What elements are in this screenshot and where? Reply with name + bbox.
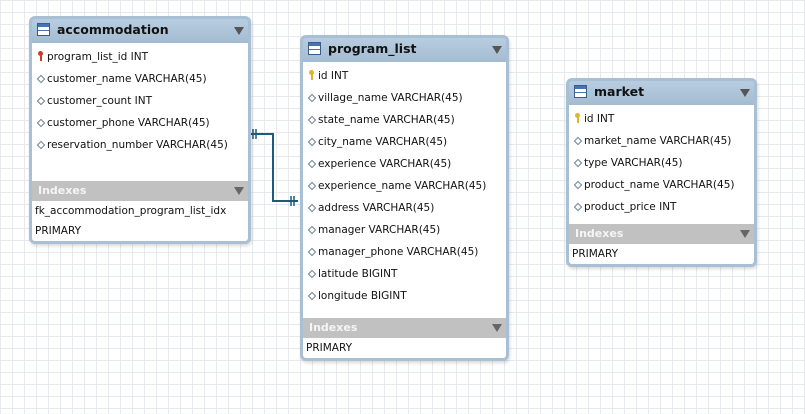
collapse-arrow-icon[interactable] xyxy=(492,324,502,332)
table-name: market xyxy=(594,84,645,99)
diamond-icon xyxy=(573,180,583,190)
diamond-icon xyxy=(307,203,317,213)
primary-key-icon xyxy=(575,113,580,123)
column-row[interactable]: reservation_number VARCHAR(45) xyxy=(32,134,248,156)
collapse-arrow-icon[interactable] xyxy=(740,89,750,97)
column-label: customer_count INT xyxy=(47,95,153,107)
diamond-icon xyxy=(307,247,317,257)
column-label: city_name VARCHAR(45) xyxy=(318,136,448,148)
column-row[interactable]: state_name VARCHAR(45) xyxy=(303,109,506,131)
column-row[interactable]: product_name VARCHAR(45) xyxy=(569,174,754,196)
column-row[interactable]: type VARCHAR(45) xyxy=(569,152,754,174)
primary-key-icon xyxy=(309,70,314,80)
column-row[interactable]: customer_phone VARCHAR(45) xyxy=(32,112,248,134)
index-row[interactable]: PRIMARY xyxy=(35,225,82,237)
column-list: id INT village_name VARCHAR(45) state_na… xyxy=(303,62,506,318)
indexes-label: Indexes xyxy=(575,227,624,240)
indexes-header[interactable]: Indexes xyxy=(32,181,248,201)
collapse-arrow-icon[interactable] xyxy=(740,230,750,238)
diamond-icon xyxy=(307,159,317,169)
column-label: experience VARCHAR(45) xyxy=(318,158,452,170)
column-label: experience_name VARCHAR(45) xyxy=(318,180,487,192)
index-list: PRIMARY xyxy=(569,244,754,264)
column-row[interactable]: longitude BIGINT xyxy=(303,285,506,307)
diamond-icon xyxy=(307,93,317,103)
diamond-icon xyxy=(36,96,46,106)
column-label: market_name VARCHAR(45) xyxy=(584,135,732,147)
column-label: id INT xyxy=(318,70,349,82)
column-label: latitude BIGINT xyxy=(318,268,398,280)
column-label: customer_name VARCHAR(45) xyxy=(47,73,207,85)
column-label: product_price INT xyxy=(584,201,677,213)
table-header[interactable]: market xyxy=(569,81,754,105)
table-market[interactable]: market id INT market_name VARCHAR(45) ty… xyxy=(566,78,757,267)
collapse-arrow-icon[interactable] xyxy=(234,27,244,35)
column-label: manager_phone VARCHAR(45) xyxy=(318,246,479,258)
column-row[interactable]: customer_name VARCHAR(45) xyxy=(32,68,248,90)
index-row[interactable]: PRIMARY xyxy=(306,342,353,354)
collapse-arrow-icon[interactable] xyxy=(492,46,502,54)
column-row[interactable]: experience VARCHAR(45) xyxy=(303,153,506,175)
column-row[interactable]: id INT xyxy=(569,108,754,130)
diamond-icon xyxy=(36,140,46,150)
column-row[interactable]: id INT xyxy=(303,65,506,87)
table-program-list[interactable]: program_list id INT village_name VARCHAR… xyxy=(300,35,509,361)
column-label: address VARCHAR(45) xyxy=(318,202,435,214)
table-icon xyxy=(37,23,50,36)
column-row[interactable]: experience_name VARCHAR(45) xyxy=(303,175,506,197)
column-label: longitude BIGINT xyxy=(318,290,407,302)
column-row[interactable]: customer_count INT xyxy=(32,90,248,112)
relationship-line[interactable] xyxy=(248,133,298,202)
diamond-icon xyxy=(307,115,317,125)
column-row[interactable]: city_name VARCHAR(45) xyxy=(303,131,506,153)
diamond-icon xyxy=(307,291,317,301)
table-header[interactable]: accommodation xyxy=(32,19,248,43)
column-row[interactable]: village_name VARCHAR(45) xyxy=(303,87,506,109)
diamond-icon xyxy=(573,158,583,168)
column-label: product_name VARCHAR(45) xyxy=(584,179,735,191)
index-row[interactable]: fk_accommodation_program_list_idx xyxy=(35,205,227,217)
column-label: manager VARCHAR(45) xyxy=(318,224,441,236)
table-name: program_list xyxy=(328,41,417,56)
indexes-header[interactable]: Indexes xyxy=(303,318,506,338)
table-icon xyxy=(574,85,587,98)
column-label: customer_phone VARCHAR(45) xyxy=(47,117,210,129)
diamond-icon xyxy=(573,136,583,146)
diamond-icon xyxy=(307,269,317,279)
column-row[interactable]: market_name VARCHAR(45) xyxy=(569,130,754,152)
diamond-icon xyxy=(307,225,317,235)
column-list: id INT market_name VARCHAR(45) type VARC… xyxy=(569,105,754,224)
column-row[interactable]: product_price INT xyxy=(569,196,754,218)
diamond-icon xyxy=(307,181,317,191)
table-header[interactable]: program_list xyxy=(303,38,506,62)
column-label: program_list_id INT xyxy=(47,51,149,63)
table-accommodation[interactable]: accommodation program_list_id INT custom… xyxy=(29,16,251,244)
column-label: type VARCHAR(45) xyxy=(584,157,683,169)
column-label: id INT xyxy=(584,113,615,125)
column-list: program_list_id INT customer_name VARCHA… xyxy=(32,43,248,181)
column-row[interactable]: program_list_id INT xyxy=(32,46,248,68)
foreign-key-icon xyxy=(38,51,43,61)
collapse-arrow-icon[interactable] xyxy=(234,187,244,195)
table-name: accommodation xyxy=(57,22,169,37)
column-label: state_name VARCHAR(45) xyxy=(318,114,455,126)
column-row[interactable]: manager_phone VARCHAR(45) xyxy=(303,241,506,263)
column-label: reservation_number VARCHAR(45) xyxy=(47,139,228,151)
diamond-icon xyxy=(307,137,317,147)
indexes-label: Indexes xyxy=(309,321,358,334)
column-label: village_name VARCHAR(45) xyxy=(318,92,463,104)
indexes-header[interactable]: Indexes xyxy=(569,224,754,244)
column-row[interactable]: address VARCHAR(45) xyxy=(303,197,506,219)
indexes-label: Indexes xyxy=(38,184,87,197)
index-list: fk_accommodation_program_list_idx PRIMAR… xyxy=(32,201,248,241)
column-row[interactable]: manager VARCHAR(45) xyxy=(303,219,506,241)
index-row[interactable]: PRIMARY xyxy=(572,248,619,260)
diamond-icon xyxy=(573,202,583,212)
diamond-icon xyxy=(36,74,46,84)
diamond-icon xyxy=(36,118,46,128)
index-list: PRIMARY xyxy=(303,338,506,358)
column-row[interactable]: latitude BIGINT xyxy=(303,263,506,285)
table-icon xyxy=(308,42,321,55)
